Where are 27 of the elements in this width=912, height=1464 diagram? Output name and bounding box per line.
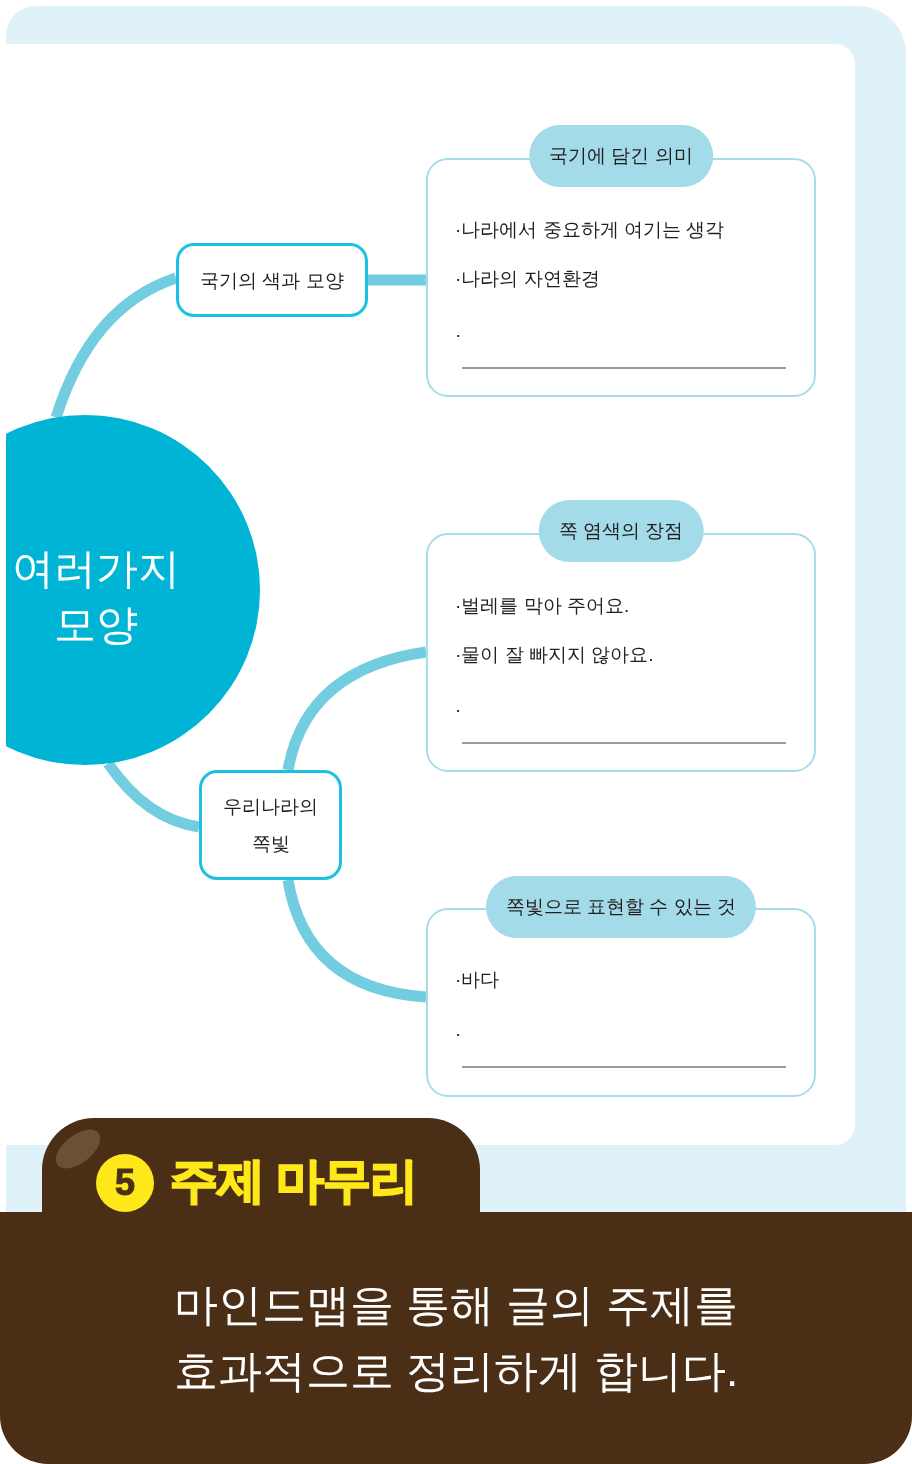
- topic-card: [426, 125, 816, 397]
- topic-heading: 국기에 담긴 의미: [529, 125, 713, 187]
- branch-line: [103, 760, 201, 833]
- branch-line: [50, 272, 178, 420]
- branch-label: 국기의 색과 모양: [200, 268, 344, 293]
- branch-label: 우리나라의 쪽빛: [222, 795, 319, 856]
- bullet-text: ·바다: [455, 968, 501, 992]
- branch-line: [282, 646, 427, 772]
- branch-line: [368, 274, 426, 286]
- section-title: 주제 마무리: [170, 1153, 418, 1209]
- branch-line: [282, 878, 427, 1003]
- bullet-text: ·: [455, 323, 463, 347]
- branch-box: [199, 770, 342, 880]
- branch-box: [176, 243, 368, 317]
- bullet-text: ·: [455, 698, 463, 722]
- topic-card: [426, 876, 816, 1097]
- topic-card: [426, 500, 816, 772]
- topic-heading: 쪽빛으로 표현할 수 있는 것: [485, 876, 757, 938]
- caption-text: 마인드맵을 통해 글의 주제를 효과적으로 정리하게 합니다.: [172, 1279, 740, 1397]
- bullet-text: ·나라의 자연환경: [455, 267, 601, 291]
- bullet-text: ·나라에서 중요하게 여기는 생각: [455, 218, 726, 242]
- central-topic: 여러가지 모양: [11, 544, 181, 650]
- topic-heading: 쪽 염색의 장점: [538, 500, 704, 562]
- bullet-text: ·물이 잘 빠지지 않아요.: [455, 643, 655, 667]
- bullet-text: ·: [455, 1022, 463, 1046]
- step-number: 5: [96, 1154, 154, 1212]
- bullet-text: ·벌레를 막아 주어요.: [455, 594, 631, 618]
